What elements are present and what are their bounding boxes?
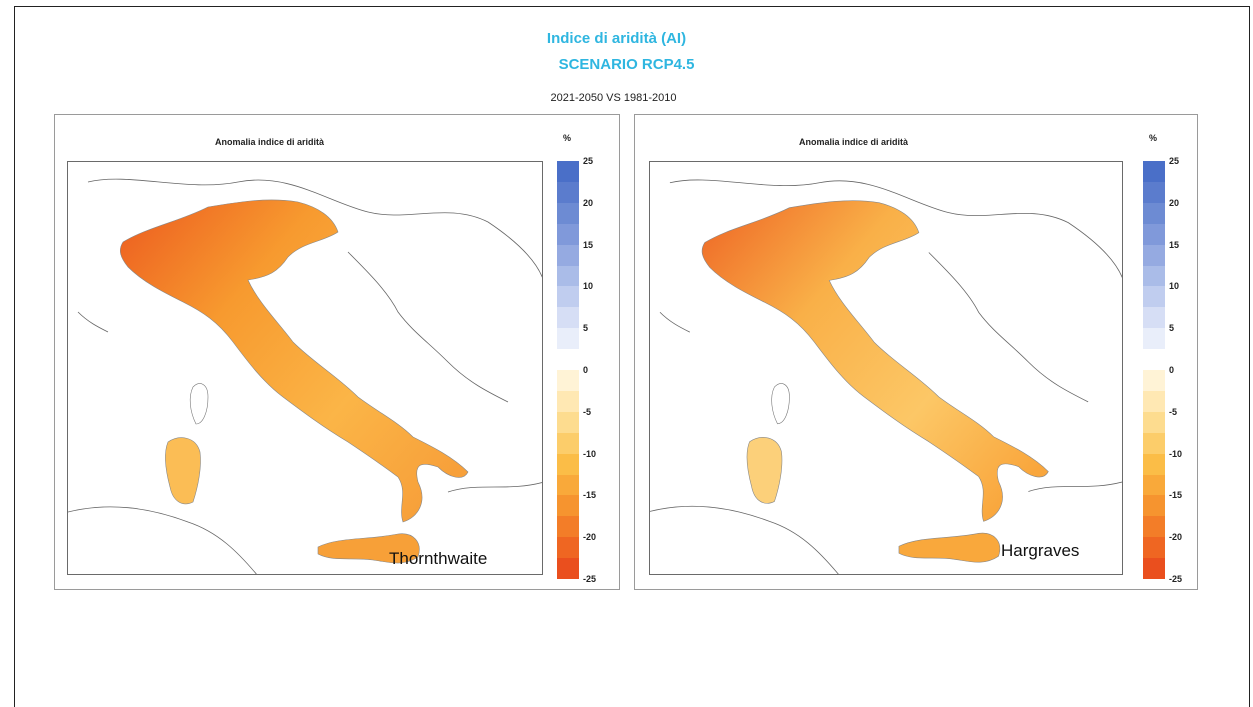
- colorbar-segment: [557, 202, 579, 225]
- colorbar-unit: %: [1149, 133, 1158, 143]
- colorbar-tick-label: -15: [1169, 490, 1183, 501]
- italy-map-icon: [68, 178, 542, 574]
- colorbar-segment: [1143, 244, 1165, 266]
- colorbar-tick-label: 10: [583, 281, 594, 292]
- colorbar-tick-label: 5: [583, 323, 589, 334]
- colorbar-segment: [557, 265, 579, 287]
- colorbar-segment: [1143, 432, 1165, 455]
- colorbar-segment: [557, 390, 579, 413]
- colorbar-segment: [1143, 495, 1165, 517]
- colorbar-tick-label: 15: [583, 239, 594, 250]
- colorbar-segment: [557, 307, 579, 329]
- colorbar-tick-label: 20: [583, 197, 594, 208]
- colorbar-segment: [557, 244, 579, 266]
- colorbar-unit: %: [563, 133, 572, 143]
- method-label: Hargraves: [1001, 541, 1080, 560]
- period-subtitle: 2021-2050 VS 1981-2010: [550, 92, 677, 104]
- colorbar-segment: [1143, 161, 1165, 183]
- colorbar-segment: [557, 223, 579, 246]
- colorbar-segment: [557, 349, 579, 371]
- colorbar-segment: [1143, 349, 1165, 371]
- colorbar-segment: [1143, 537, 1165, 559]
- colorbar-tick-label: -5: [1169, 406, 1178, 417]
- colorbar-segment: [557, 181, 579, 204]
- colorbar-segment: [1143, 453, 1165, 475]
- italy-map-icon: [650, 179, 1122, 574]
- colorbar-segment: [1143, 223, 1165, 246]
- colorbar-segment: [557, 432, 579, 455]
- colorbar-tick-label: 20: [1169, 197, 1180, 208]
- colorbar-tick-label: -15: [583, 490, 597, 501]
- colorbar-segment: [1143, 265, 1165, 287]
- colorbar-segment: [557, 558, 579, 580]
- colorbar-segment: [1143, 328, 1165, 350]
- colorbar-segment: [557, 516, 579, 538]
- panel-thornthwaite: Anomalia indice di aridità: [54, 114, 620, 590]
- scenario-title: SCENARIO RCP4.5: [558, 56, 695, 73]
- colorbar-segment: [557, 411, 579, 434]
- panel-hargraves: Anomalia indice di aridità Hargraves %: [634, 114, 1198, 590]
- colorbar-tick-label: 5: [1169, 323, 1175, 334]
- method-label: Thornthwaite: [389, 549, 488, 568]
- map-title: Anomalia indice di aridità: [215, 137, 325, 147]
- colorbar-tick-label: 15: [1169, 239, 1180, 250]
- colorbar-tick-label: 25: [583, 156, 594, 166]
- colorbar-segment: [557, 370, 579, 392]
- colorbar-tick-label: 25: [1169, 156, 1180, 166]
- colorbar-segment: [1143, 202, 1165, 225]
- colorbar-tick-label: -5: [583, 406, 592, 417]
- colorbar-segment: [557, 453, 579, 475]
- colorbar-segment: [1143, 516, 1165, 538]
- colorbar-segment: [1143, 474, 1165, 496]
- colorbar-segment: [1143, 286, 1165, 308]
- colorbar-segment: [1143, 181, 1165, 204]
- colorbar-segment: [1143, 558, 1165, 580]
- colorbar-segment: [557, 328, 579, 350]
- colorbar-tick-label: -10: [1169, 448, 1183, 459]
- colorbar-tick-label: -25: [1169, 574, 1183, 584]
- colorbar-segment: [557, 537, 579, 559]
- slide-frame: [14, 6, 1250, 707]
- colorbar-segment: [557, 474, 579, 496]
- colorbar-segment: [557, 161, 579, 183]
- colorbar: [557, 161, 579, 580]
- colorbar-tick-label: -20: [583, 532, 597, 543]
- map-area: [67, 161, 543, 575]
- colorbar-segment: [1143, 370, 1165, 392]
- colorbar-segment: [1143, 390, 1165, 413]
- colorbar-segment: [557, 495, 579, 517]
- colorbar-segment: [1143, 411, 1165, 434]
- map-title: Anomalia indice di aridità: [799, 137, 909, 147]
- colorbar-segment: [1143, 307, 1165, 329]
- colorbar-tick-label: 0: [583, 365, 589, 375]
- colorbar-tick-label: -25: [583, 574, 597, 584]
- colorbar-segment: [557, 286, 579, 308]
- colorbar-tick-label: 0: [1169, 365, 1175, 375]
- colorbar-tick-label: -20: [1169, 532, 1183, 543]
- colorbar: [1143, 161, 1165, 580]
- colorbar-tick-label: 10: [1169, 281, 1180, 292]
- map-area: [649, 161, 1123, 575]
- chart-title: Indice di aridità (AI): [546, 30, 687, 47]
- colorbar-tick-label: -10: [583, 448, 597, 459]
